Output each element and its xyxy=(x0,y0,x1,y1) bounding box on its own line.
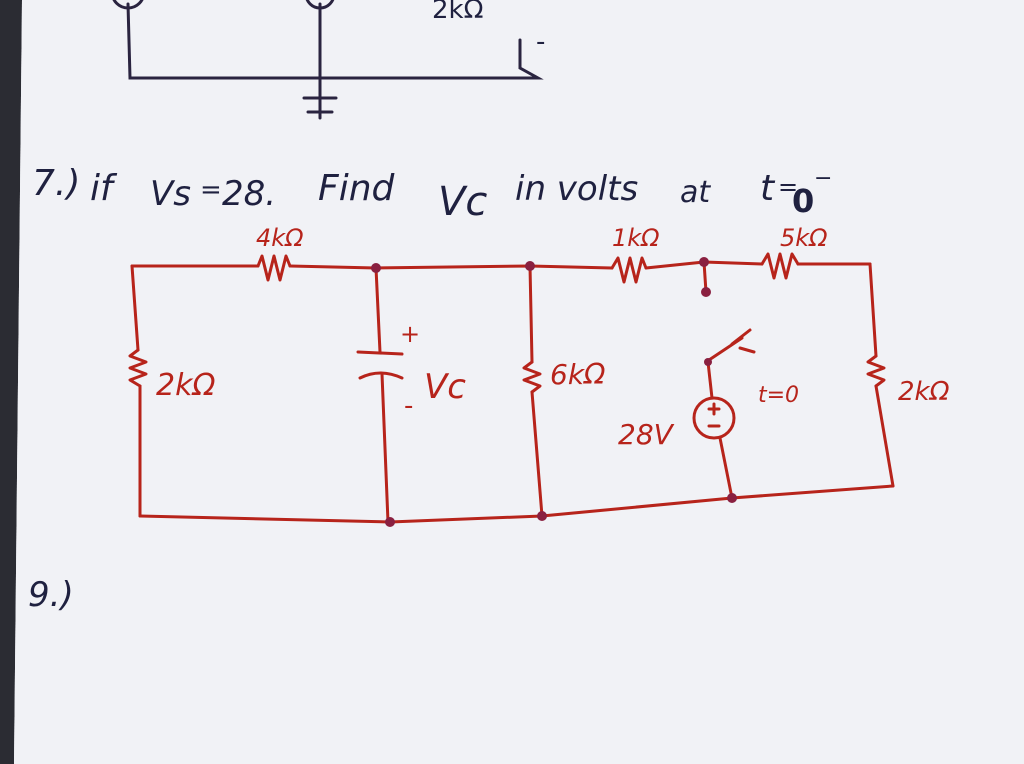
prompt-in-volts: in volts xyxy=(515,169,638,209)
label-r-top-right: 5kΩ xyxy=(780,224,828,252)
prompt-value: 28. xyxy=(222,174,276,214)
prompt-equals-2: = xyxy=(778,173,798,201)
label-cap-vc: Vc xyxy=(424,367,466,407)
question-9-number: 9.) xyxy=(28,575,74,615)
prompt-time-value: 0 xyxy=(792,182,814,220)
resistor-4k-zigzag xyxy=(256,254,292,282)
label-source: 28V xyxy=(618,418,675,451)
junction-dots xyxy=(371,257,737,527)
prompt-vs: Vs xyxy=(150,174,191,214)
resistor-2k-right-zigzag xyxy=(866,354,886,388)
question-number: 7.) xyxy=(32,163,80,204)
resistor-1k-zigzag xyxy=(610,256,648,284)
dark-edge xyxy=(0,0,22,764)
label-cap-minus: - xyxy=(404,391,413,421)
resistor-5k-zigzag xyxy=(760,252,800,280)
resistor-2k-left-zigzag xyxy=(128,348,148,388)
question-7-header: 7.) if Vs = 28. Find Vc in volts at t = … xyxy=(32,163,832,225)
prompt-at: at xyxy=(680,175,711,210)
capacitor-top-plate xyxy=(356,350,404,356)
prompt-find: Find xyxy=(318,168,396,209)
resistor-6k-zigzag xyxy=(522,360,542,394)
label-cap-plus: + xyxy=(400,320,420,348)
label-r-left: 2kΩ xyxy=(156,368,215,403)
prev-resistor-label: 2kΩ xyxy=(432,0,483,25)
prompt-equals: = xyxy=(200,175,222,205)
voltage-source-circle xyxy=(692,396,736,440)
label-r-top-mid: 1kΩ xyxy=(612,224,660,252)
switch-arrow xyxy=(730,328,756,354)
prev-minus-sign: - xyxy=(536,27,545,57)
label-r-top-left: 4kΩ xyxy=(256,224,304,252)
prompt-vc: Vc xyxy=(438,179,487,225)
capacitor-bottom-plate xyxy=(358,371,404,380)
label-r-mid: 6kΩ xyxy=(550,358,606,391)
previous-circuit-fragment xyxy=(112,0,544,120)
label-r-right: 2kΩ xyxy=(898,377,950,407)
label-switch-time: t=0 xyxy=(758,383,799,408)
prompt-time-superscript: − xyxy=(814,166,832,191)
prompt-t: t xyxy=(760,168,776,209)
